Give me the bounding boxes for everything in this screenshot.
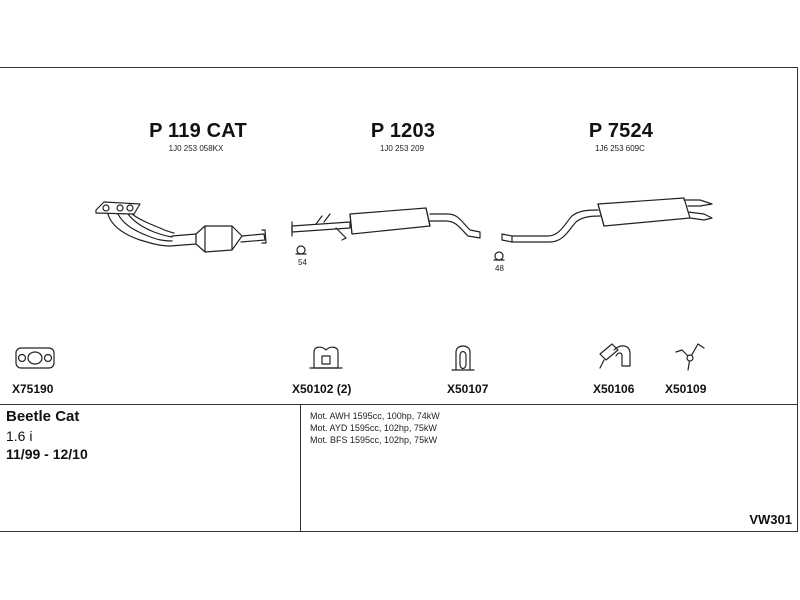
horizontal-divider — [0, 404, 798, 405]
bracket-hanger-icon — [599, 343, 631, 369]
motor-line: Mot. AWH 1595cc, 100hp, 74kW — [310, 411, 440, 421]
vehicle-engine: 1.6 i — [6, 428, 33, 444]
accessory-label-bracket-hanger: X50106 — [593, 382, 635, 396]
clamp-number-rear: 48 — [495, 264, 504, 273]
motor-line: Mot. AYD 1595cc, 102hp, 75kW — [310, 423, 437, 433]
accessory-label-rubber-mount: X50102 (2) — [292, 382, 352, 396]
part-code-catalyst: P 119 CAT — [149, 120, 247, 142]
vertical-divider — [300, 404, 301, 531]
part-code-rear-silencer: P 7524 — [588, 120, 654, 142]
part-oe-center-silencer: 1J0 253 209 — [379, 144, 425, 153]
accessory-label-y-hanger: X50109 — [665, 382, 707, 396]
part-oe-catalyst: 1J0 253 058KX — [168, 144, 224, 153]
rubber-mount-icon — [309, 346, 343, 369]
center-silencer-drawing — [291, 207, 481, 255]
catalyst-drawing — [95, 201, 267, 253]
accessory-label-gasket: X75190 — [12, 382, 54, 396]
clamp-number-center: 54 — [298, 258, 307, 267]
vehicle-name: Beetle Cat — [6, 408, 80, 425]
rear-silencer-drawing — [493, 197, 713, 261]
diagram-code: VW301 — [749, 512, 792, 527]
accessory-label-rubber-hanger: X50107 — [447, 382, 489, 396]
diagram-frame — [0, 67, 798, 532]
vehicle-years: 11/99 - 12/10 — [6, 446, 88, 462]
y-hanger-icon — [675, 343, 705, 371]
part-code-center-silencer: P 1203 — [370, 120, 436, 142]
part-oe-rear-silencer: 1J6 253 609C — [595, 144, 645, 153]
motor-list: Mot. AWH 1595cc, 100hp, 74kW Mot. AYD 15… — [310, 410, 440, 446]
rubber-hanger-icon — [451, 345, 475, 371]
motor-line: Mot. BFS 1595cc, 102hp, 75kW — [310, 435, 438, 445]
gasket-icon — [15, 347, 55, 369]
